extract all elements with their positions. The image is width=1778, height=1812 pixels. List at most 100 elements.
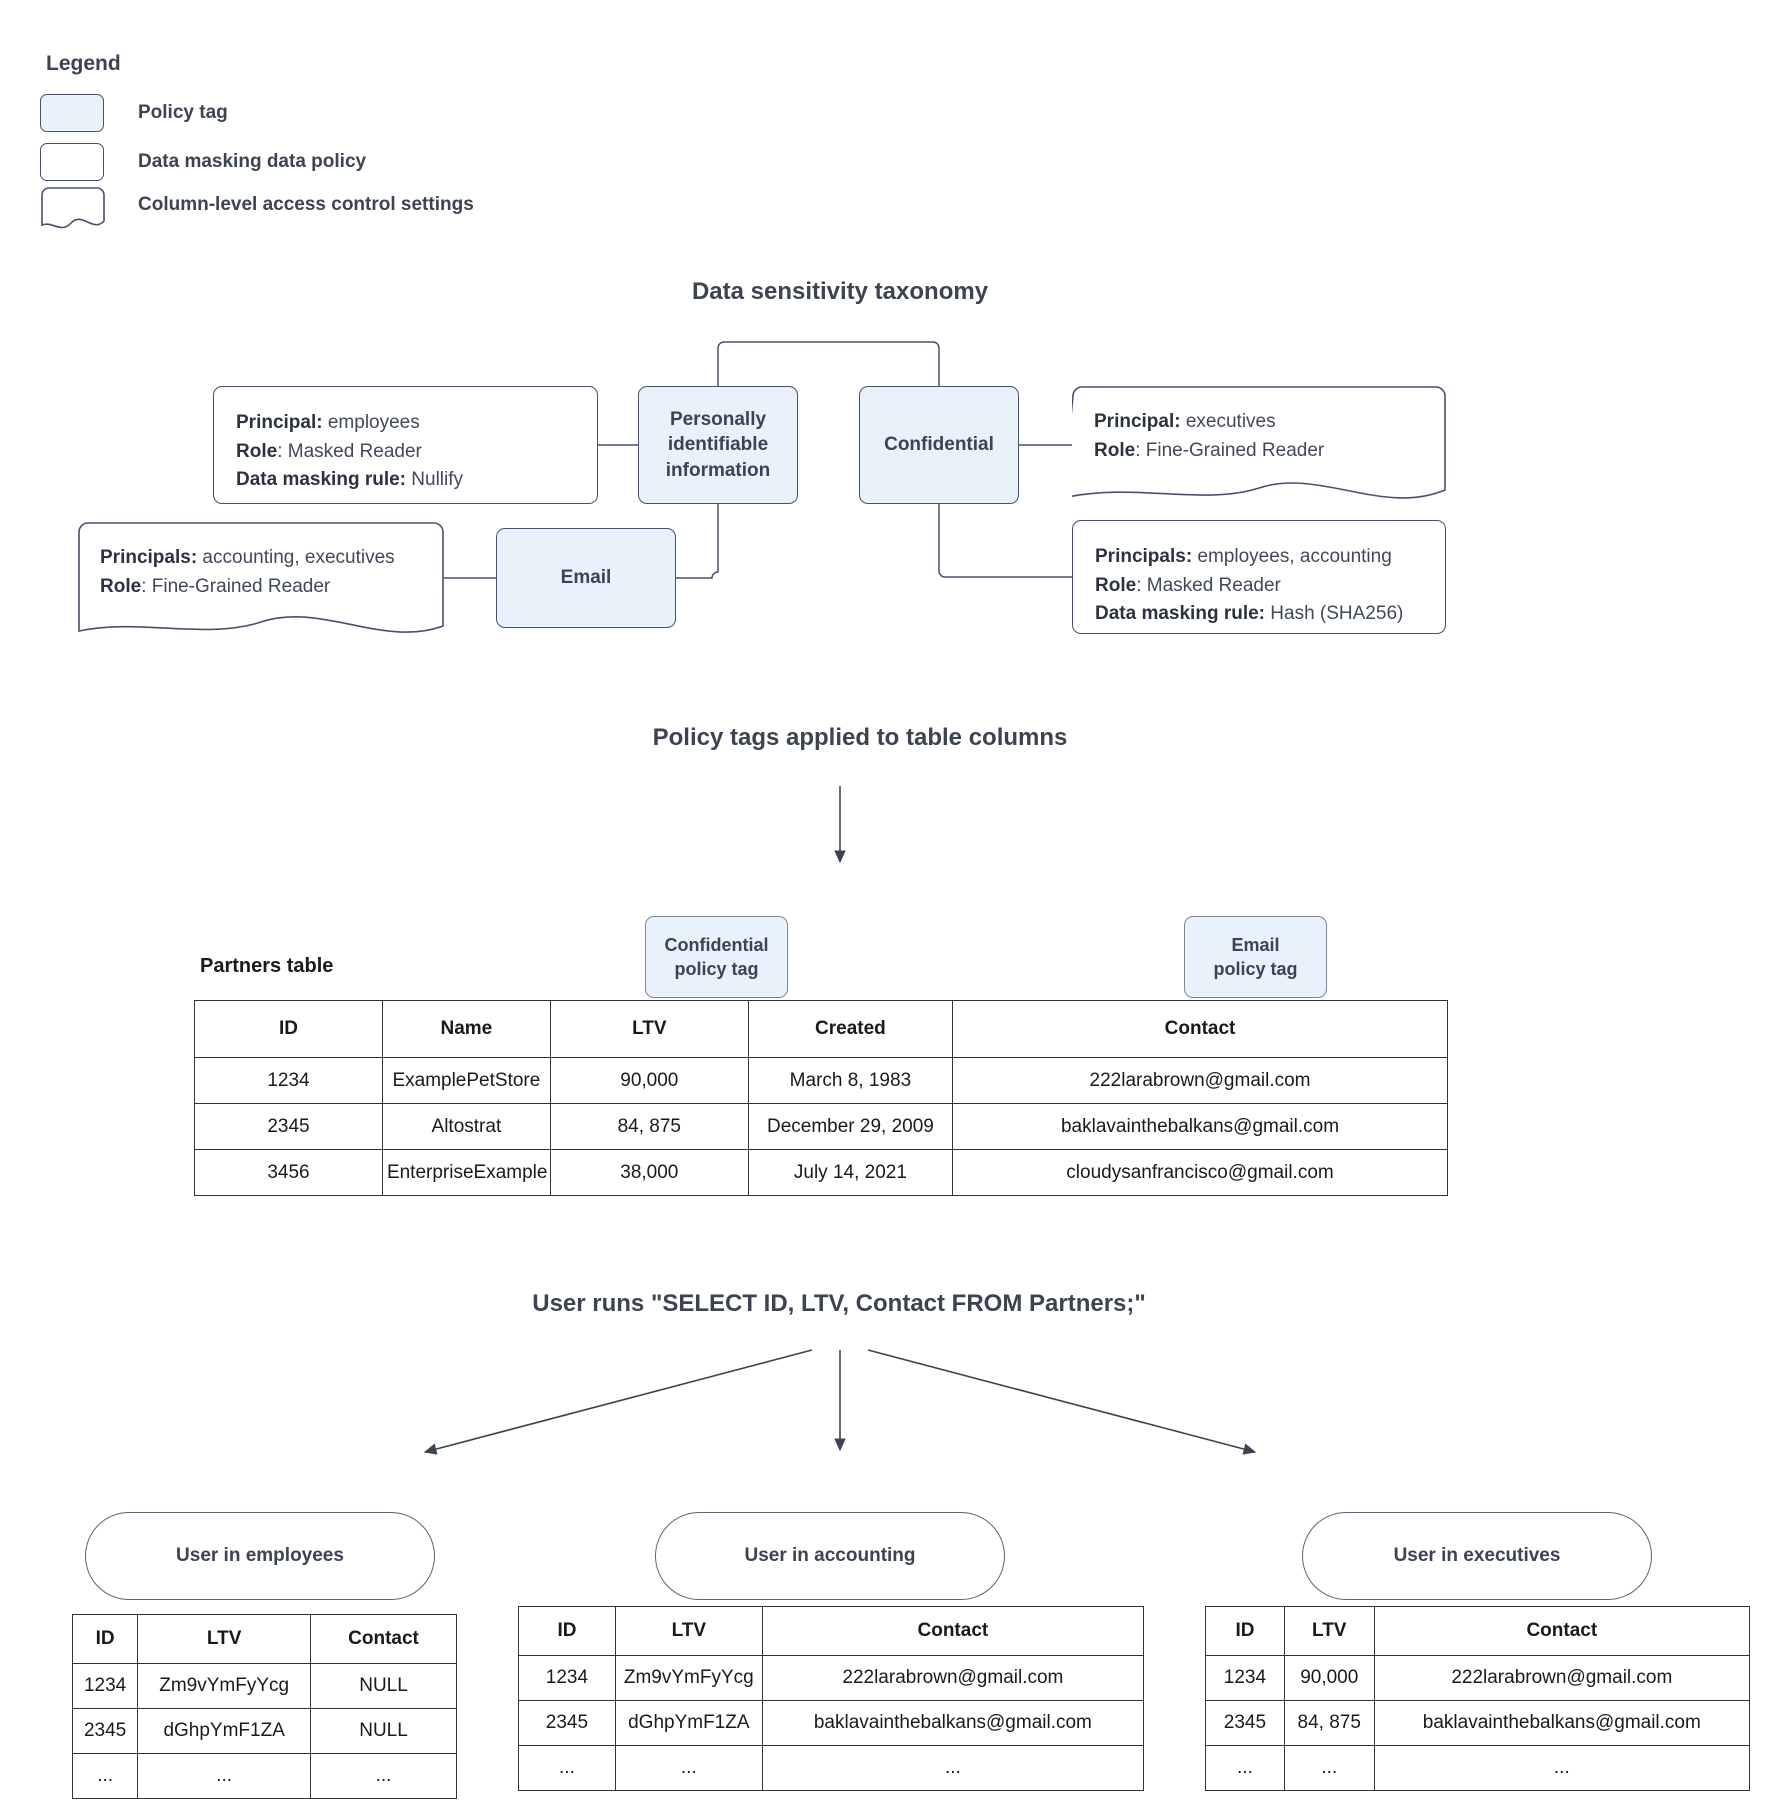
tag-line-1: Email <box>1231 934 1280 955</box>
table-cell: July 14, 2021 <box>747 1149 954 1196</box>
principal-value: employees <box>322 412 420 433</box>
role-value: : Fine-Grained Reader <box>141 575 331 597</box>
legend-item-column-access-control: Column-level access control settings <box>40 186 474 229</box>
principal-label: Principals: <box>1095 546 1193 567</box>
principal-value: employees, accounting <box>1192 546 1392 567</box>
table-cell: ... <box>518 1745 616 1791</box>
policy-line-principal: Principal: executives <box>1094 408 1426 437</box>
table-row: ......... <box>1205 1745 1751 1791</box>
tag-line-2: policy tag <box>1213 959 1298 979</box>
column-access-swatch-icon <box>40 186 105 229</box>
applied-heading: Policy tags applied to table columns <box>652 724 1068 751</box>
role-value: : Fine-Grained Reader <box>1135 439 1325 461</box>
rule-label: Data masking rule: <box>236 469 406 490</box>
table-cell: 2345 <box>71 1708 139 1754</box>
confidential-column-access-control-box: Principal: executives Role: Fine-Grained… <box>1072 386 1446 504</box>
query-heading: User runs "SELECT ID, LTV, Contact FROM … <box>532 1290 1146 1317</box>
table-cell: 2345 <box>518 1700 616 1746</box>
principal-label: Principals: <box>100 547 198 568</box>
table-cell: ... <box>614 1745 763 1791</box>
table-cell: December 29, 2009 <box>747 1103 954 1150</box>
table-cell: 1234 <box>1205 1655 1285 1701</box>
principal-label: Principal: <box>1094 411 1181 432</box>
role-value: : Masked Reader <box>277 440 422 462</box>
table-cell: dGhpYmF1ZA <box>614 1700 763 1746</box>
policy-tag-node-confidential[interactable]: Confidential <box>859 386 1019 504</box>
policy-line-role: Role: Masked Reader <box>236 438 577 467</box>
table-cell: cloudysanfrancisco@gmail.com <box>952 1149 1448 1196</box>
legend-title: Legend <box>46 52 121 75</box>
table-cell: baklavainthebalkans@gmail.com <box>1373 1700 1751 1746</box>
table-cell: dGhpYmF1ZA <box>137 1708 312 1754</box>
column-header: LTV <box>137 1614 312 1664</box>
tag-line-2: policy tag <box>674 959 759 979</box>
table-cell: ... <box>1373 1745 1751 1791</box>
role-label: Role <box>100 575 142 597</box>
column-header: Created <box>747 1000 954 1058</box>
legend-item-label: Column-level access control settings <box>138 194 474 215</box>
policy-line-role: Role: Masked Reader <box>1095 572 1425 601</box>
table-cell: ... <box>761 1745 1145 1791</box>
policy-tag-node-pii[interactable]: Personally identifiable information <box>638 386 798 504</box>
policy-line-rule: Data masking rule: Nullify <box>236 466 577 495</box>
table-cell: 90,000 <box>1283 1655 1375 1701</box>
pii-data-masking-policy-box: Principal: employees Role: Masked Reader… <box>213 386 598 504</box>
role-label: Role <box>236 440 278 462</box>
table-cell: baklavainthebalkans@gmail.com <box>952 1103 1448 1150</box>
table-cell: EnterpriseExample <box>381 1149 551 1196</box>
rule-value: Hash (SHA256) <box>1265 603 1404 624</box>
result-group-pill-accounting[interactable]: User in accounting <box>655 1512 1005 1600</box>
table-cell: 2345 <box>194 1103 383 1150</box>
policy-tag-node-email[interactable]: Email <box>496 528 676 628</box>
column-header: ID <box>1205 1606 1285 1656</box>
policy-tag-swatch-icon <box>40 94 104 132</box>
table-cell: NULL <box>310 1708 457 1754</box>
table-cell: 2345 <box>1205 1700 1285 1746</box>
column-header: LTV <box>1283 1606 1375 1656</box>
table-cell: 1234 <box>194 1057 383 1104</box>
role-value: : Masked Reader <box>1136 574 1281 596</box>
table-cell: NULL <box>310 1663 457 1709</box>
principal-value: executives <box>1180 411 1276 432</box>
policy-line-principal: Principal: employees <box>236 409 577 438</box>
result-group-pill-employees[interactable]: User in employees <box>85 1512 435 1600</box>
column-header: Contact <box>1373 1606 1751 1656</box>
partners-table-label: Partners table <box>200 955 334 977</box>
email-policy-tag-badge[interactable]: Email policy tag <box>1184 916 1327 998</box>
table-cell: ... <box>1283 1745 1375 1791</box>
column-header: LTV <box>549 1000 749 1058</box>
table-cell: Zm9vYmFyYcg <box>614 1655 763 1701</box>
table-cell: 84, 875 <box>549 1103 749 1150</box>
column-header: ID <box>518 1606 616 1656</box>
table-cell: Zm9vYmFyYcg <box>137 1663 312 1709</box>
table-cell: ... <box>71 1753 139 1799</box>
result-group-pill-executives[interactable]: User in executives <box>1302 1512 1652 1600</box>
column-header: Contact <box>952 1000 1448 1058</box>
column-header: LTV <box>614 1606 763 1656</box>
policy-line-role: Role: Fine-Grained Reader <box>100 573 424 602</box>
table-cell: ExamplePetStore <box>381 1057 551 1104</box>
policy-line-role: Role: Fine-Grained Reader <box>1094 437 1426 466</box>
wavy-box-shape <box>78 522 444 633</box>
column-header: Contact <box>761 1606 1145 1656</box>
confidential-policy-tag-badge[interactable]: Confidential policy tag <box>645 916 788 998</box>
email-column-access-control-box: Principals: accounting, executives Role:… <box>78 522 444 634</box>
table-cell: 222larabrown@gmail.com <box>1373 1655 1751 1701</box>
table-cell: 84, 875 <box>1283 1700 1375 1746</box>
tag-line-1: Confidential <box>664 934 769 955</box>
